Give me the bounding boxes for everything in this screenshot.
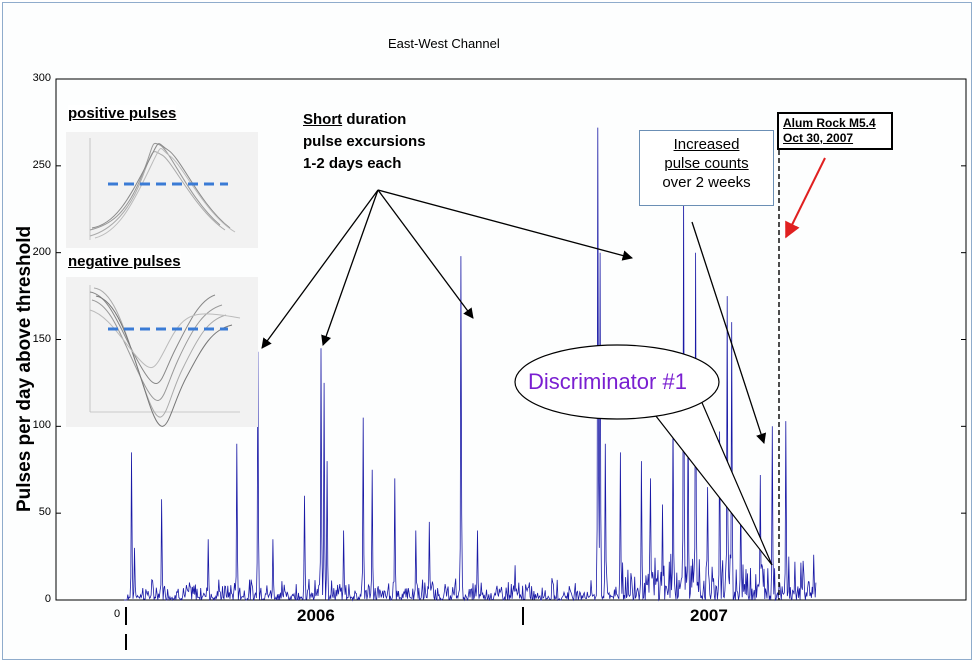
- x-axis-ticks: [125, 607, 524, 650]
- y-tick-label: 200: [32, 245, 51, 258]
- positive-pulse-curve-1: [89, 142, 221, 231]
- positive-inset-bg: [66, 132, 258, 248]
- short-duration-line-1: Short duration: [303, 109, 426, 131]
- y-tick-label: 50: [38, 506, 51, 519]
- x-tick-label-2006: 2006: [297, 606, 335, 625]
- discriminator-bubble: [514, 344, 773, 566]
- bubble-tail: [643, 397, 773, 566]
- alum-line-1: Alum Rock M5.4: [783, 116, 876, 130]
- y-tick-label: 250: [32, 158, 51, 171]
- alum-rock-red-arrow: [785, 157, 826, 239]
- increased-counts-box: Increased pulse counts over 2 weeks: [639, 130, 774, 206]
- increased-line-1: Increased: [673, 136, 740, 153]
- bubble-seam-cover: [647, 395, 698, 402]
- alum-line-2: Oct 30, 2007: [783, 131, 854, 145]
- negative-inset-bg: [66, 277, 258, 427]
- y-tick-label: 300: [32, 72, 51, 84]
- negative-pulses-title: negative pulses: [68, 253, 181, 270]
- increased-line-2: pulse counts: [664, 155, 749, 172]
- series-line-pulses: [124, 127, 817, 602]
- increased-line-3: over 2 weeks: [662, 174, 751, 191]
- positive-pulse-curve-3: [91, 143, 231, 229]
- short-duration-note: Short duration pulse excursions 1-2 days…: [303, 109, 426, 175]
- duration-text: duration: [342, 111, 407, 128]
- negative-pulse-curve-4: [95, 295, 233, 427]
- increased-counts-arrow: [691, 221, 767, 444]
- y-tick-label: 100: [32, 419, 51, 432]
- arrow-to-mid-2006-spike: [377, 189, 474, 319]
- alum-rock-box: Alum Rock M5.4 Oct 30, 2007: [777, 112, 893, 150]
- discriminator-label: Discriminator #1: [528, 369, 687, 394]
- arrow-to-2006-spike: [321, 189, 379, 346]
- x-tick-label-0: 0: [114, 608, 121, 620]
- series-group: [124, 127, 817, 602]
- y-tick-label: 0: [44, 593, 51, 605]
- negative-pulse-curve-3: [93, 287, 227, 418]
- y-axis-ticks: [56, 78, 966, 601]
- short-underlined: Short: [303, 111, 343, 128]
- arrow-to-2005-spike: [261, 189, 379, 349]
- y-axis-label: Pulses per day above threshold: [14, 225, 35, 512]
- negative-pulses-plot: [66, 277, 258, 427]
- negative-pulse-curve-2: [91, 299, 223, 401]
- positive-pulses-title: positive pulses: [68, 105, 177, 122]
- arrow-to-2007-spike: [377, 189, 634, 261]
- x-tick-label-2007: 2007: [690, 606, 728, 625]
- positive-pulse-curve-4: [94, 148, 236, 239]
- short-duration-arrows: [261, 189, 634, 349]
- chart-title: East-West Channel: [388, 36, 500, 51]
- positive-pulses-plot: [66, 132, 258, 248]
- y-tick-label: 150: [32, 332, 51, 345]
- short-duration-line-2: pulse excursions: [303, 133, 426, 150]
- short-duration-line-3: 1-2 days each: [303, 155, 402, 172]
- bubble-ellipse: [514, 344, 720, 420]
